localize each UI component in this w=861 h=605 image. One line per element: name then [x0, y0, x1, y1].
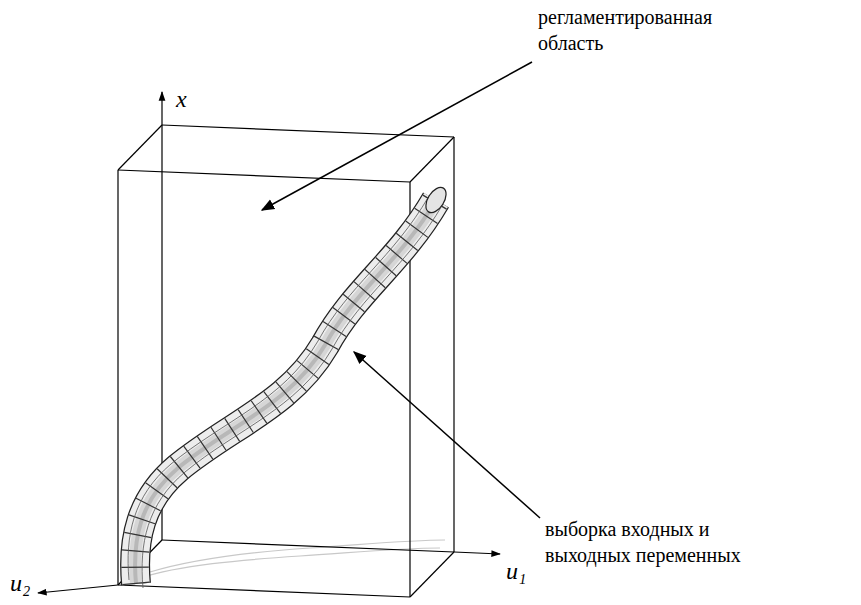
axes	[38, 92, 500, 593]
axis-label: x	[176, 84, 187, 115]
sample-tube	[128, 184, 450, 588]
callout-text: выборка входных и выходных переменных	[545, 516, 760, 568]
axis-label: u₂	[10, 568, 30, 599]
cube-edges	[118, 125, 454, 597]
leader-arrows	[262, 62, 540, 518]
callout-text: регламентированная область	[538, 4, 753, 56]
axis-label: u₁	[506, 556, 526, 587]
